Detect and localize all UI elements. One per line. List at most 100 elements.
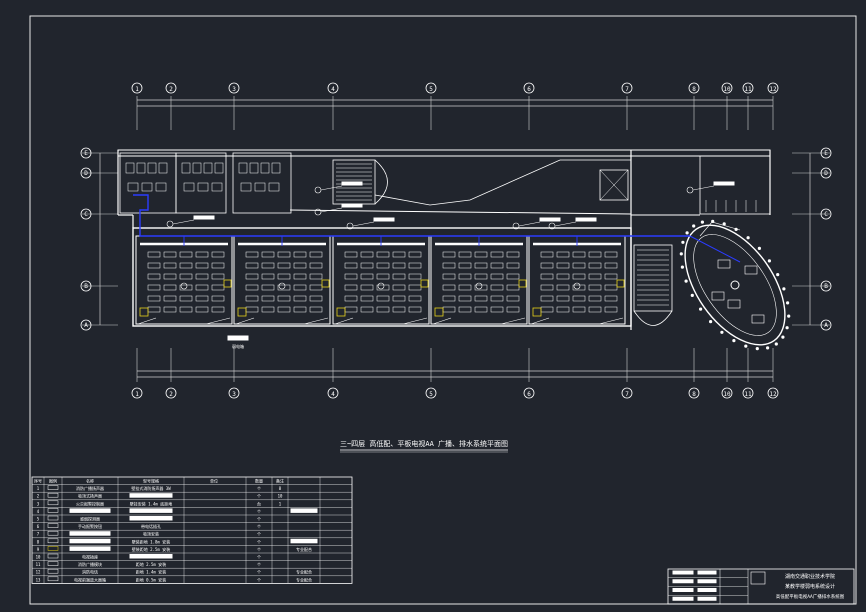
- desk: [588, 306, 602, 313]
- classroom-block-outline: [132, 227, 632, 327]
- fixture: [211, 182, 223, 192]
- toilet-stall: [158, 162, 168, 174]
- desk: [163, 262, 177, 269]
- axis-label-right: E: [824, 150, 828, 157]
- axis-bubble-right: [820, 147, 832, 159]
- legend-row-spec: 壁装距地 2.5m 安装: [132, 546, 170, 552]
- classroom-walls: [332, 235, 430, 325]
- legend-row-unit: 个: [257, 562, 261, 567]
- desk: [147, 251, 161, 258]
- axis-bubble-bottom: [721, 387, 733, 399]
- desk: [179, 306, 193, 313]
- door-swing: [402, 317, 428, 325]
- axis-bubble-bottom: [131, 387, 143, 399]
- desk: [490, 273, 504, 280]
- legend-spec-bar: [129, 508, 173, 513]
- legend-symbol: [47, 568, 59, 574]
- desk: [588, 273, 602, 280]
- axis-label-bottom: 8: [692, 391, 696, 398]
- desk: [458, 295, 472, 302]
- hall-column: [681, 240, 685, 244]
- hall-column: [699, 307, 703, 311]
- door-swing: [205, 317, 231, 325]
- desk: [408, 284, 422, 291]
- hall-speaker: [730, 280, 740, 290]
- callouts: 弱电箱: [166, 181, 735, 349]
- axis-bubble-top: [721, 82, 733, 94]
- axis-label-top: 8: [692, 86, 696, 93]
- seating-block: [717, 259, 731, 269]
- callout-bubble: [314, 186, 322, 194]
- legend-row-remark: 专业配合: [296, 576, 312, 582]
- desk: [309, 251, 323, 258]
- seating-block: [751, 314, 765, 324]
- desk: [211, 273, 225, 280]
- broadcast-trunk: [133, 194, 690, 237]
- desk: [474, 262, 488, 269]
- hall-inner: [693, 234, 777, 336]
- legend-header: 单位: [210, 478, 218, 484]
- axis-bubble-right: [820, 280, 832, 292]
- desk: [360, 306, 374, 313]
- axis-label-top: 5: [429, 86, 433, 93]
- axis-bubble-bottom: [688, 387, 700, 399]
- desk: [588, 262, 602, 269]
- legend-row-remark: 专业配合: [296, 546, 312, 552]
- tb-field: [672, 570, 694, 575]
- fixture: [127, 182, 139, 192]
- desk: [442, 273, 456, 280]
- ceiling-speaker: [573, 282, 581, 290]
- legend-row-no: 3: [37, 501, 40, 506]
- fixture: [183, 182, 195, 192]
- desk: [179, 262, 193, 269]
- desk: [261, 262, 275, 269]
- tb-field: [672, 579, 694, 584]
- desk: [392, 295, 406, 302]
- legend-symbol: [47, 553, 59, 559]
- desk: [506, 251, 520, 258]
- axis-label-bottom: 2: [169, 391, 173, 398]
- legend-row-unit: 台: [257, 500, 261, 506]
- axis-bubble-right: [820, 319, 832, 331]
- axis-label-right: C: [824, 211, 828, 218]
- desk: [604, 273, 618, 280]
- axis-bubble-top: [688, 82, 700, 94]
- desk: [179, 284, 193, 291]
- desk: [458, 273, 472, 280]
- axis-bubble-bottom: [523, 387, 535, 399]
- desk: [277, 295, 291, 302]
- hall-column: [776, 273, 780, 277]
- axis-bubble-right: [820, 167, 832, 179]
- tv-socket: [420, 279, 429, 288]
- legend-row-spec: 距地 2.5m 安装: [136, 561, 166, 567]
- axis-label-left: D: [84, 170, 88, 177]
- desk: [261, 295, 275, 302]
- desk: [344, 251, 358, 258]
- desk: [245, 306, 259, 313]
- legend-row-no: 12: [36, 570, 41, 575]
- hall-column: [720, 330, 724, 334]
- desk: [604, 284, 618, 291]
- desk: [277, 306, 291, 313]
- legend-row-spec: 距地 1.4m 安装: [136, 569, 166, 575]
- axis-label-top: 2: [169, 86, 173, 93]
- callout-text-bar: [539, 217, 561, 222]
- desk: [376, 295, 390, 302]
- legend-header: 名称: [86, 478, 94, 484]
- hall-column: [766, 346, 770, 350]
- callout-leader: [172, 219, 195, 225]
- callout-leader: [692, 185, 715, 191]
- legend-row-no: 6: [37, 524, 40, 529]
- desk: [556, 262, 570, 269]
- fixture: [268, 182, 280, 192]
- hall-column: [700, 220, 705, 224]
- callout-leader: [320, 207, 343, 213]
- desk: [293, 295, 307, 302]
- desk: [506, 306, 520, 313]
- axis-bubble-left: [80, 208, 92, 220]
- hall-column: [732, 339, 736, 343]
- desk: [245, 251, 259, 258]
